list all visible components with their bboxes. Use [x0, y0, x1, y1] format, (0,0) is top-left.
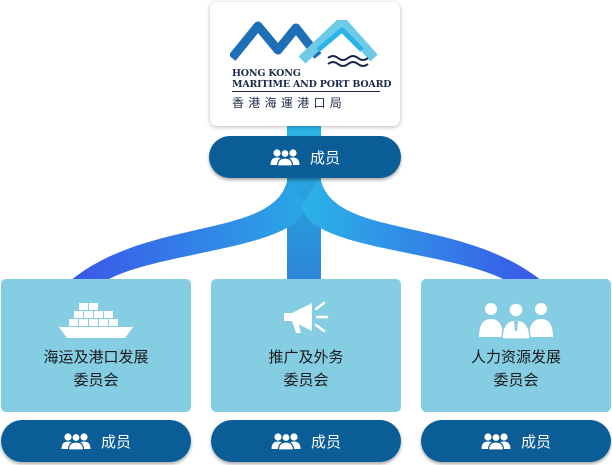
promotion-members-button[interactable]: 成员	[211, 420, 401, 462]
logo-divider	[232, 91, 380, 92]
committee-card-maritime: 海运及港口发展 委员会	[1, 279, 191, 412]
committee-title-promotion: 推广及外务 委员会	[268, 348, 344, 389]
promotion-members-label: 成员	[310, 432, 341, 451]
committee-title-maritime: 海运及港口发展 委员会	[43, 348, 149, 389]
hr-members-label: 成员	[520, 432, 551, 451]
board-members-button[interactable]: 成员	[209, 136, 401, 178]
hr-members-button[interactable]: 成员	[421, 420, 611, 462]
megaphone-icon	[211, 299, 401, 337]
logo-english-line1: HONG KONG	[232, 68, 301, 79]
connector-right	[302, 176, 542, 281]
people-group-icon	[61, 432, 91, 450]
connector-left	[70, 176, 306, 281]
committee-card-promotion: 推广及外务 委员会	[211, 279, 401, 412]
logo-card: HONG KONG MARITIME AND PORT BOARD 香港海運港口…	[210, 2, 400, 126]
team-people-icon	[421, 299, 611, 339]
logo-english-line2: MARITIME AND PORT BOARD	[232, 79, 392, 90]
mpb-logo-icon	[230, 20, 378, 67]
board-members-label: 成员	[309, 148, 340, 167]
logo-chinese-name: 香港海運港口局	[232, 96, 347, 110]
cargo-ship-icon	[1, 301, 191, 339]
maritime-members-button[interactable]: 成员	[1, 420, 191, 462]
people-group-icon	[481, 432, 511, 450]
people-group-icon	[270, 148, 300, 166]
people-group-icon	[271, 432, 301, 450]
maritime-members-label: 成员	[100, 432, 131, 451]
committee-card-hr: 人力资源发展 委员会	[421, 279, 611, 412]
committee-title-hr: 人力资源发展 委员会	[470, 348, 561, 389]
